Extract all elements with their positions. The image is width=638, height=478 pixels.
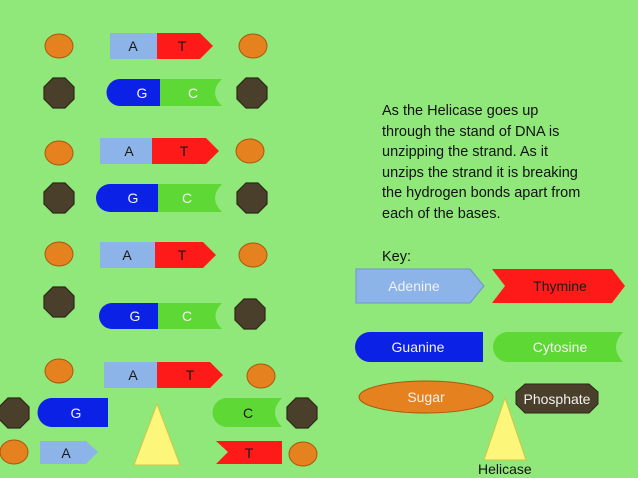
cytosine-base-2 [160,79,222,106]
key-adenine-label: Adenine [388,278,440,294]
guanine-base-8 [37,398,108,427]
guanine-base-4 [96,184,158,212]
phosphate-2-left [43,77,75,109]
adenine-base-1 [110,33,157,59]
adenine-base-3 [100,138,152,164]
key-phosphate-shape [515,383,599,414]
phosphate-4-left [43,182,75,214]
key-phosphate-label: Phosphate [524,391,591,407]
phosphate-8-left [0,397,30,429]
adenine-label-5: A [122,247,132,263]
key-adenine-shape [355,268,485,304]
thymine-base-3 [152,138,219,164]
adenine-label-9: A [61,445,71,461]
adenine-base-5 [100,242,155,268]
key-cytosine-shape [493,332,623,362]
key-sugar-shape [358,380,494,414]
explanation-text: As the Helicase goes up through the stan… [382,103,581,222]
thymine-base-9 [216,441,282,464]
sugar-1-left [44,33,74,59]
guanine-label-6: G [130,308,141,324]
sugar-9-right [288,441,318,467]
guanine-base-2 [106,79,160,106]
sugar-3-left [44,140,74,166]
cytosine-base-6 [158,303,222,329]
thymine-label-5: T [178,247,187,263]
adenine-base-9 [40,441,98,464]
adenine-label-3: A [124,143,134,159]
phosphate-2-right [236,77,268,109]
cytosine-label-4: C [182,190,192,206]
adenine-label-7: A [128,367,138,383]
sugar-5-right [238,242,268,268]
thymine-base-7 [157,362,223,388]
key-guanine-label: Guanine [392,339,445,355]
sugar-5-left [44,241,74,267]
phosphate-8-right [286,397,318,429]
phosphate-6-left [43,286,75,318]
guanine-base-6 [99,303,158,329]
sugar-7-right [246,363,276,389]
key-guanine-shape [355,332,483,362]
key-sugar-label: Sugar [407,389,445,405]
guanine-label-4: G [128,190,139,206]
cytosine-label-2: C [188,85,198,101]
thymine-label-1: T [178,38,187,54]
adenine-base-7 [104,362,157,388]
key-thymine-shape [492,269,625,303]
guanine-label-8: G [71,405,82,421]
key-cytosine-label: Cytosine [533,339,588,355]
key-helicase-label: Helicase [478,461,532,477]
thymine-label-7: T [186,367,195,383]
key-helicase-shape [483,396,527,461]
cytosine-label-8: C [243,405,253,421]
key-thymine-label: Thymine [533,278,587,294]
sugar-3-right [235,138,265,164]
phosphate-6-right [234,298,266,330]
cytosine-base-4 [158,184,222,212]
thymine-label-3: T [180,143,189,159]
cytosine-base-8 [212,398,282,427]
sugar-9-left [0,439,29,465]
sugar-7-left [44,358,74,384]
cytosine-label-6: C [182,308,192,324]
thymine-label-9: T [245,445,254,461]
thymine-base-1 [157,33,213,59]
thymine-base-5 [155,242,216,268]
phosphate-4-right [236,182,268,214]
key-title: Key: [382,249,412,265]
sugar-1-right [238,33,268,59]
helicase-enzyme [133,402,181,466]
adenine-label-1: A [128,38,138,54]
guanine-label-2: G [137,85,148,101]
